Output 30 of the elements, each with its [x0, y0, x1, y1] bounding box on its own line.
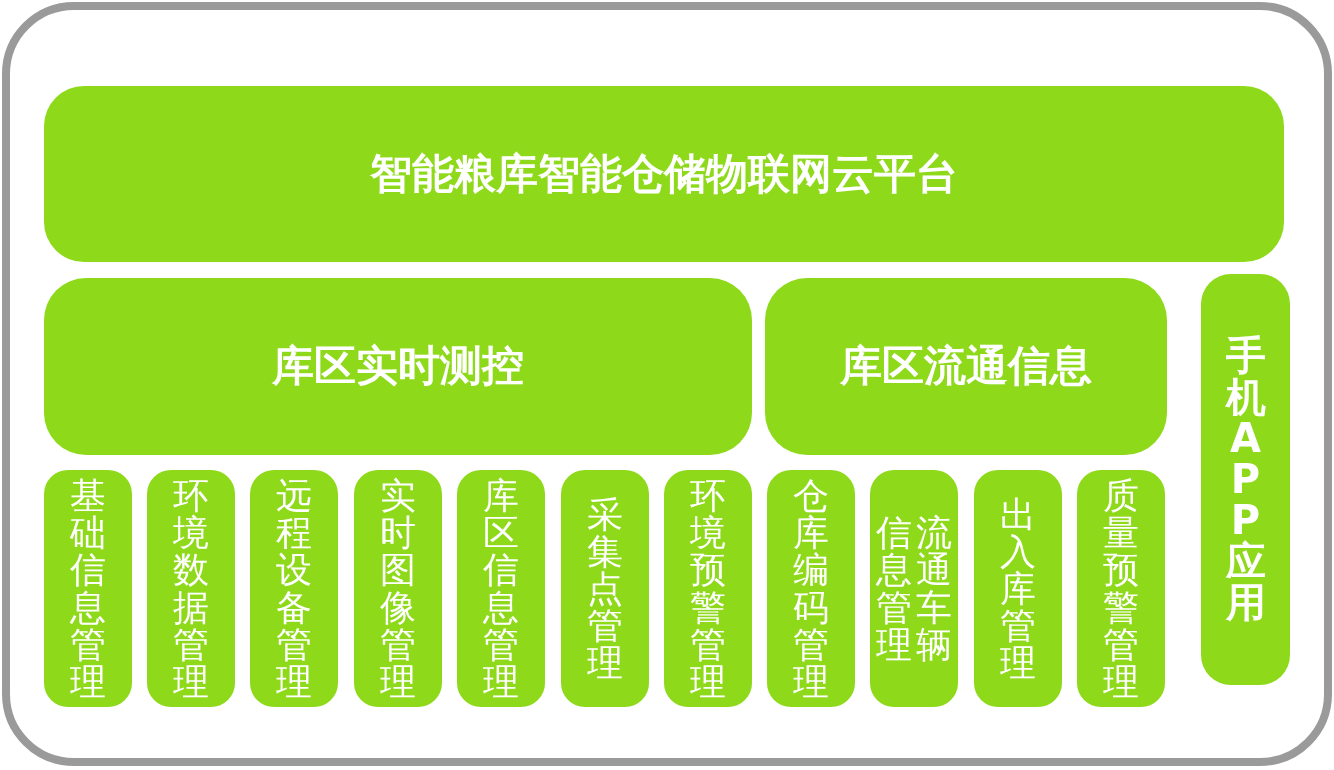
section-box: [44, 278, 752, 455]
module-box: [870, 470, 958, 707]
module-box: [44, 470, 132, 707]
module-label: 出入库管理: [1000, 495, 1036, 682]
module-box: [664, 470, 752, 707]
module-label: 实时图像管理: [380, 477, 416, 700]
module-box: [767, 470, 855, 707]
module-label: 环境预警管理: [690, 477, 726, 700]
section-box: [765, 278, 1167, 455]
module-box: [147, 470, 235, 707]
module-label: 环境数据管理: [173, 477, 209, 700]
module-label: 流通车辆信息管理: [876, 514, 952, 663]
module-label: 库区信息管理: [483, 477, 519, 700]
banner-title: 智能粮库智能仓储物联网云平台: [370, 150, 958, 198]
module-label: 远程设备管理: [276, 477, 312, 700]
module-box: [974, 470, 1062, 707]
section-title: 库区实时测控: [272, 343, 524, 390]
module-label: 采集点管理: [587, 495, 623, 682]
module-box: [1077, 470, 1165, 707]
app-column-box: [1201, 274, 1290, 685]
module-label: 基础信息管理: [70, 477, 106, 700]
app-label: 手机APP应用: [1225, 335, 1266, 624]
module-label: 仓库编码管理: [793, 477, 829, 700]
module-box: [250, 470, 338, 707]
module-box: [354, 470, 442, 707]
module-label: 质量预警管理: [1103, 477, 1139, 700]
module-box: [561, 470, 649, 707]
section-title: 库区流通信息: [840, 343, 1092, 390]
module-box: [457, 470, 545, 707]
platform-banner: [44, 86, 1284, 262]
